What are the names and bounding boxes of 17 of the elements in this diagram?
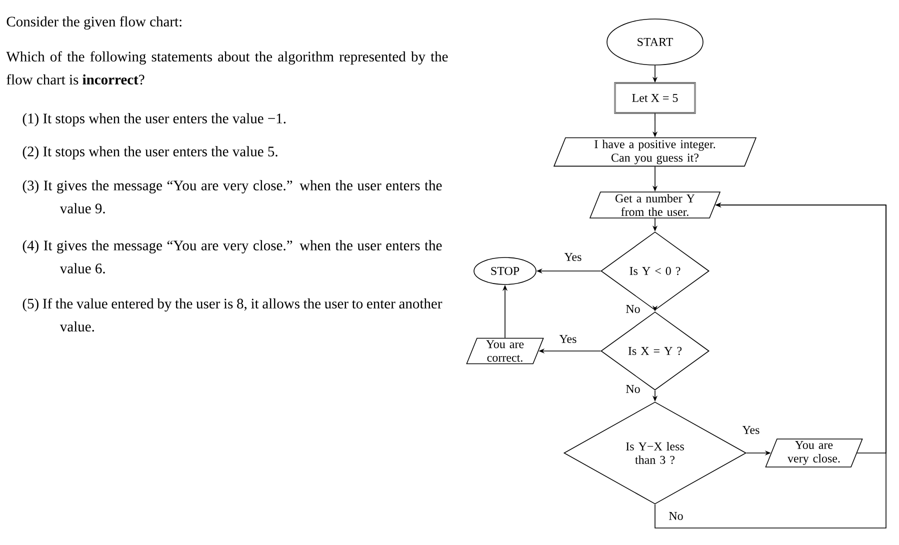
- edge-label: Yes: [559, 335, 576, 343]
- input-output-box: You are very close.: [765, 438, 863, 468]
- option-text: (1) It stops when the user enters the value −1.: [22, 113, 286, 126]
- question-text: Which of the following statements about the algorithm represented by the flow chart is incorrect?: [6, 51, 448, 85]
- edge-label: Yes: [564, 253, 582, 261]
- edge-label: No: [626, 385, 640, 393]
- edge-label: No: [626, 305, 640, 313]
- start-terminal: START: [606, 18, 704, 66]
- input-output-box: You are correct.: [466, 338, 544, 364]
- option-text: (5) If the value entered by the user is 8, it allows the user to enter another value.: [22, 298, 442, 332]
- stop-terminal: STOP: [474, 257, 536, 285]
- process-box: Let X = 5: [614, 82, 696, 114]
- edge-label: No: [669, 512, 683, 520]
- option-text: (3) It gives the message “You are very close.” when the user enters the value 9.: [22, 180, 442, 214]
- option-text: (2) It stops when the user enters the value 5.: [22, 146, 278, 160]
- option-text: (4) It gives the message “You are very close.” when the user enters the value 6.: [22, 240, 442, 274]
- instruction-text: Consider the given flow chart:: [6, 16, 182, 30]
